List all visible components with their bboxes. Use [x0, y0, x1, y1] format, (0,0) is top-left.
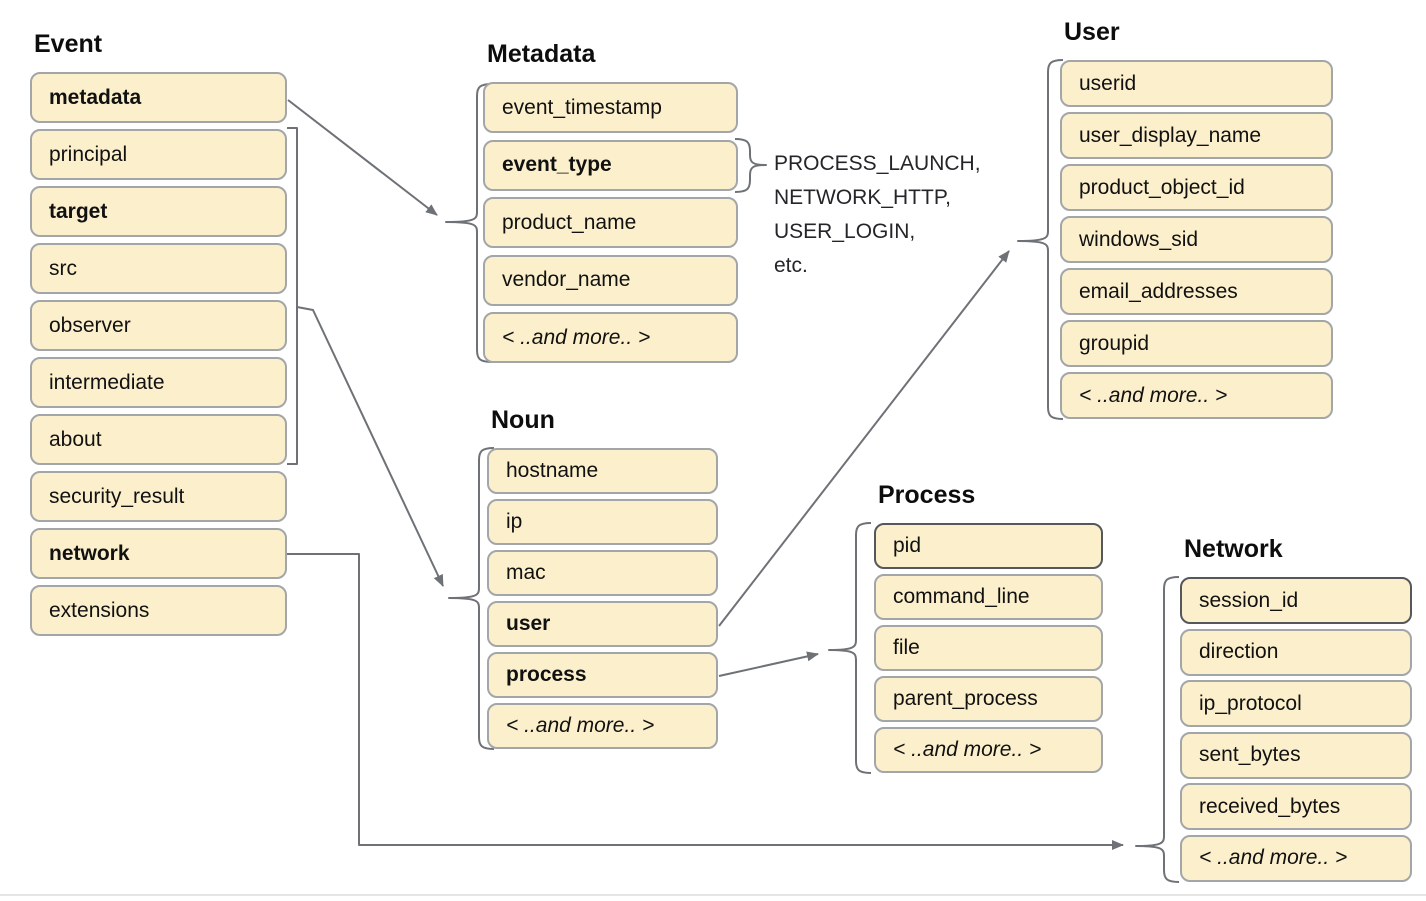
field-box: < ..and more.. >	[1180, 834, 1412, 882]
brace-network-group	[1135, 576, 1180, 883]
field-box: parent_process	[874, 676, 1103, 722]
group-user: User userid user_display_name product_obje…	[1060, 18, 1333, 424]
group-title-network: Network	[1184, 535, 1283, 563]
field-box: sent_bytes	[1180, 731, 1412, 779]
group-title-user: User	[1064, 18, 1120, 46]
event-type-value-line: USER_LOGIN,	[774, 220, 916, 243]
field-box: < ..and more.. >	[874, 727, 1103, 773]
brace-event-type-values	[734, 138, 767, 193]
field-box: principal	[30, 129, 287, 180]
field-box: pid	[874, 523, 1103, 569]
field-box: userid	[1060, 60, 1333, 107]
field-box: < ..and more.. >	[487, 703, 718, 749]
field-box: src	[30, 243, 287, 294]
field-box: mac	[487, 550, 718, 596]
field-box: about	[30, 414, 287, 465]
group-event: Event metadata principal target src observer…	[30, 30, 287, 642]
arrow-metadata-to-metadata-group	[287, 99, 438, 216]
bottom-divider	[0, 894, 1426, 896]
group-title-process: Process	[878, 481, 976, 509]
bracket-event-nouns	[287, 127, 298, 465]
event-type-value-line: NETWORK_HTTP,	[774, 186, 951, 209]
group-boxes-user: userid user_display_name product_object_id…	[1060, 60, 1333, 419]
field-box: < ..and more.. >	[1060, 372, 1333, 419]
event-type-value-line: etc.	[774, 254, 808, 277]
field-box: vendor_name	[483, 254, 738, 306]
group-boxes-event: metadata principal target src observer interm…	[30, 72, 287, 636]
field-box: target	[30, 186, 287, 237]
field-box: security_result	[30, 471, 287, 522]
arrow-noun-process-to-process-group	[718, 651, 819, 677]
group-title-event: Event	[34, 30, 103, 58]
field-box: command_line	[874, 574, 1103, 620]
field-box: product_object_id	[1060, 164, 1333, 211]
field-box: user_display_name	[1060, 112, 1333, 159]
field-box: user	[487, 601, 718, 647]
field-box: file	[874, 625, 1103, 671]
field-box: event_timestamp	[483, 82, 738, 133]
field-box: intermediate	[30, 357, 287, 408]
field-box: hostname	[487, 448, 718, 494]
field-box: groupid	[1060, 320, 1333, 367]
group-noun: Noun hostname ip mac user process < ..and mor…	[487, 406, 718, 754]
group-title-noun: Noun	[491, 406, 555, 434]
field-box: session_id	[1180, 577, 1412, 624]
field-box: windows_sid	[1060, 216, 1333, 263]
arrow-event-nouns-to-noun-group	[296, 306, 444, 587]
brace-process-group	[828, 522, 872, 774]
field-box: network	[30, 528, 287, 579]
field-box: < ..and more.. >	[483, 312, 738, 363]
event-type-value-line: PROCESS_LAUNCH,	[774, 152, 981, 175]
field-box: observer	[30, 300, 287, 351]
field-box: event_type	[483, 139, 738, 191]
brace-user-group	[1017, 59, 1064, 420]
field-box: extensions	[30, 585, 287, 636]
field-box: email_addresses	[1060, 268, 1333, 315]
field-box: metadata	[30, 72, 287, 123]
event-type-values: PROCESS_LAUNCH, NETWORK_HTTP, USER_LOGIN,e…	[774, 147, 981, 283]
field-box: received_bytes	[1180, 783, 1412, 830]
field-box: process	[487, 652, 718, 698]
field-box: ip_protocol	[1180, 680, 1412, 727]
field-box: product_name	[483, 197, 738, 248]
group-boxes-noun: hostname ip mac user process < ..and more.. >	[487, 448, 718, 749]
field-box: direction	[1180, 628, 1412, 676]
group-title-metadata: Metadata	[487, 40, 596, 68]
field-box: ip	[487, 499, 718, 545]
